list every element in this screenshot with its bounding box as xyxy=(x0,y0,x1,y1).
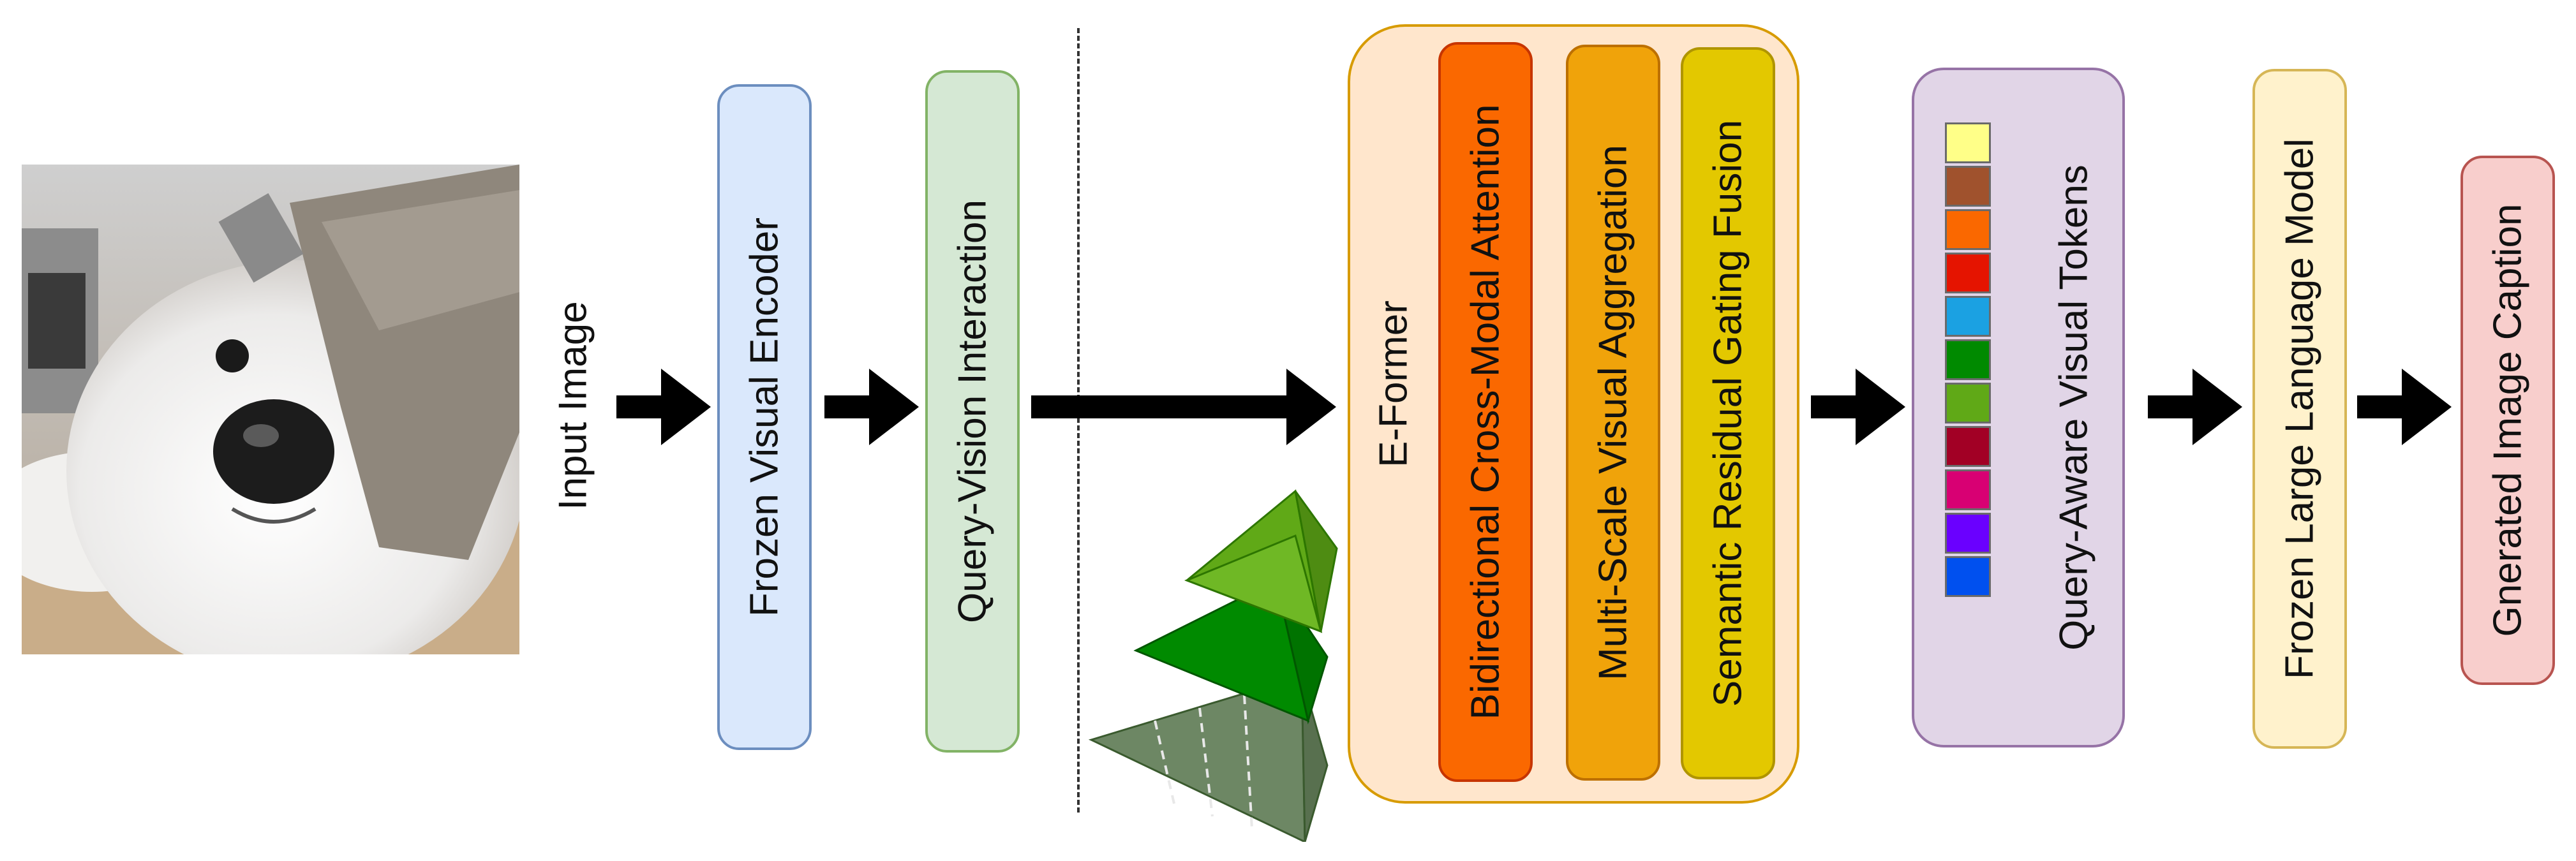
query-aware-tokens-label: Query-Aware Visual Tokens xyxy=(2051,165,2096,651)
multiscale-aggregation-label: Multi-Scale Visual Aggregation xyxy=(1591,145,1635,681)
samoyed-dog-photo-icon xyxy=(22,165,519,654)
input-image-label: Input Image xyxy=(551,301,595,510)
token-crimson xyxy=(1945,426,1991,467)
multiscale-aggregation-box: Multi-Scale Visual Aggregation xyxy=(1566,45,1660,781)
frozen-llm-box: Frozen Large Language Model xyxy=(2252,69,2347,749)
arrow-tokens-to-llm xyxy=(2148,369,2242,445)
feature-pyramid-icon xyxy=(1088,489,1338,842)
arrow-to-eformer xyxy=(1031,369,1336,445)
semantic-gating-box: Semantic Residual Gating Fusion xyxy=(1681,47,1775,779)
bidirectional-attention-box: Bidirectional Cross-Modal Attention xyxy=(1438,42,1533,782)
arrow-llm-to-caption xyxy=(2357,369,2452,445)
eformer-label: E-Former xyxy=(1371,300,1416,467)
generated-caption-label: Gnerated Image Caption xyxy=(2485,203,2530,637)
token-red xyxy=(1945,253,1991,293)
token-orange xyxy=(1945,209,1991,250)
frozen-visual-encoder-box: Frozen Visual Encoder xyxy=(717,84,812,750)
dashed-divider xyxy=(1077,28,1080,813)
arrow-input-to-encoder xyxy=(616,369,711,445)
query-aware-tokens-box: Query-Aware Visual Tokens xyxy=(1912,68,2125,747)
token-magenta xyxy=(1945,469,1991,510)
token-green xyxy=(1945,339,1991,380)
query-vision-interaction-box: Query-Vision Interaction xyxy=(925,70,1020,753)
token-blue xyxy=(1945,556,1991,597)
frozen-visual-encoder-label: Frozen Visual Encoder xyxy=(742,217,787,617)
arrow-encoder-to-interaction xyxy=(824,369,919,445)
generated-caption-box: Gnerated Image Caption xyxy=(2461,156,2555,685)
semantic-gating-label: Semantic Residual Gating Fusion xyxy=(1706,119,1750,707)
frozen-llm-label: Frozen Large Language Model xyxy=(2277,138,2322,679)
arrow-eformer-to-tokens xyxy=(1811,369,1905,445)
token-lime xyxy=(1945,383,1991,423)
token-sky-blue xyxy=(1945,296,1991,337)
token-brown xyxy=(1945,166,1991,207)
token-violet xyxy=(1945,513,1991,554)
input-image-photo xyxy=(22,165,519,654)
token-pale-yellow xyxy=(1945,122,1991,163)
query-vision-interaction-label: Query-Vision Interaction xyxy=(950,200,995,623)
bidirectional-attention-label: Bidirectional Cross-Modal Attention xyxy=(1463,104,1508,720)
